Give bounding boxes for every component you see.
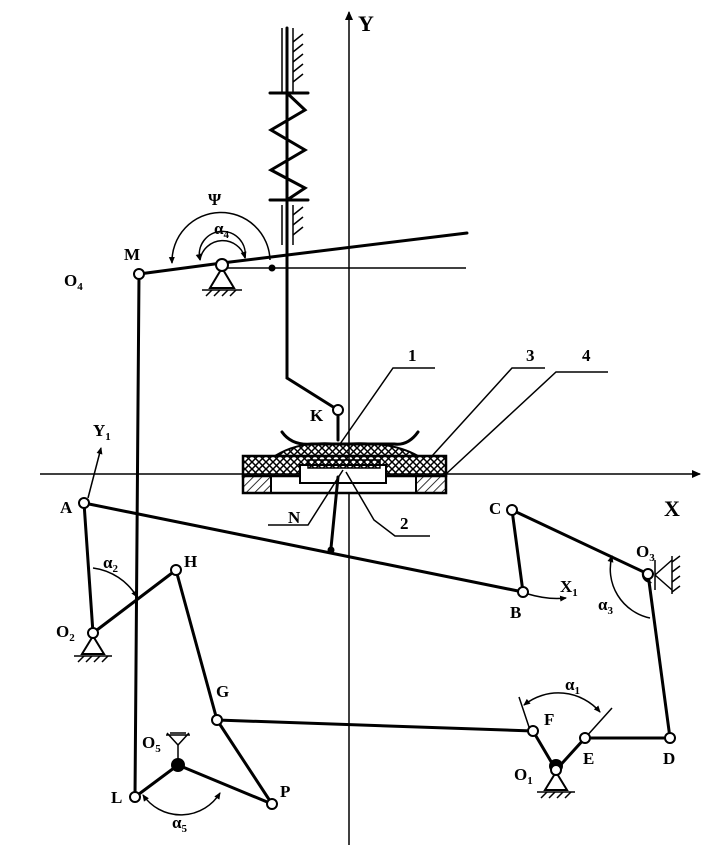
joint-d xyxy=(664,732,676,744)
pivot-o4-support xyxy=(208,266,236,289)
label-x1: X1 xyxy=(560,577,578,599)
joint-f xyxy=(527,725,539,737)
label-o2: O2 xyxy=(56,622,75,644)
joint-p xyxy=(266,798,278,810)
callout-4: 4 xyxy=(582,346,591,365)
label-o1: O1 xyxy=(514,765,533,787)
label-f: F xyxy=(544,710,554,729)
joint-o4 xyxy=(215,258,229,272)
label-o3: O3 xyxy=(636,542,655,564)
joint-b xyxy=(517,586,529,598)
joint-c xyxy=(506,504,518,516)
labels: Y X A B C D E F G H K L M N P O1 O2 O3 O… xyxy=(56,11,680,835)
label-psi: Ψ xyxy=(208,190,222,209)
label-y1: Y1 xyxy=(93,421,111,443)
joint-o2 xyxy=(87,627,99,639)
label-alpha-5: α5 xyxy=(172,813,188,835)
label-c: C xyxy=(489,499,501,518)
label-p: P xyxy=(280,782,290,801)
joint-o5 xyxy=(171,758,185,772)
label-b: B xyxy=(510,603,521,622)
joint-g xyxy=(211,714,223,726)
joint-o3 xyxy=(642,568,654,580)
x-axis-label: X xyxy=(664,496,680,521)
joint-k xyxy=(332,404,344,416)
joint-m xyxy=(133,268,145,280)
joints xyxy=(78,497,676,810)
label-alpha-4: α4 xyxy=(214,219,230,241)
joint-lever-contact xyxy=(268,264,276,272)
label-alpha-3: α3 xyxy=(598,595,614,617)
label-alpha-1: α1 xyxy=(565,675,580,697)
joint-e xyxy=(579,732,591,744)
label-k: K xyxy=(310,406,324,425)
label-o5: O5 xyxy=(142,733,161,755)
callout-1: 1 xyxy=(408,346,417,365)
linkage xyxy=(74,447,681,816)
callout-3: 3 xyxy=(526,346,535,365)
label-d: D xyxy=(663,749,675,768)
label-alpha-2: α2 xyxy=(103,553,119,575)
label-n: N xyxy=(288,508,301,527)
spring xyxy=(267,91,308,202)
joint-l xyxy=(129,791,141,803)
label-h: H xyxy=(184,552,197,571)
joint-a xyxy=(78,497,90,509)
label-o4: O4 xyxy=(64,271,83,293)
joint-h xyxy=(170,564,182,576)
label-m: M xyxy=(124,245,140,264)
lever-o4 xyxy=(133,211,469,799)
label-a: A xyxy=(60,498,73,517)
label-g: G xyxy=(216,682,229,701)
joint-o1 xyxy=(550,764,562,776)
plate-assembly xyxy=(241,404,448,495)
label-l: L xyxy=(111,788,122,807)
callout-leaders xyxy=(268,367,608,537)
spring-assembly xyxy=(267,26,340,412)
callout-2: 2 xyxy=(400,514,409,533)
y-axis-label: Y xyxy=(358,11,374,36)
label-e: E xyxy=(583,749,594,768)
